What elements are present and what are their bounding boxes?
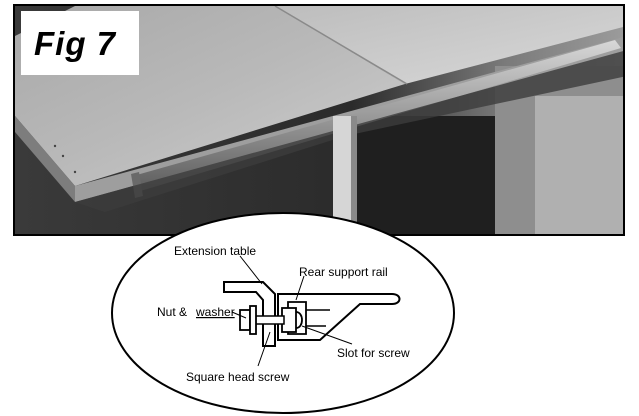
label-washer: washer xyxy=(195,305,235,319)
callout-ellipse xyxy=(111,212,455,414)
rail-slot-outline xyxy=(287,301,307,335)
leader-slot-for-screw xyxy=(301,325,353,345)
square-head-screw-shape xyxy=(281,307,297,333)
washer-shape xyxy=(249,305,257,335)
label-rear-support-rail: Rear support rail xyxy=(299,265,388,279)
label-slot-for-screw: Slot for screw xyxy=(337,346,410,360)
rear-support-rail-profile xyxy=(277,293,401,341)
label-square-head-screw: Square head screw xyxy=(186,370,290,384)
screw-shaft-shape xyxy=(245,315,285,325)
leader-extension-table xyxy=(239,255,263,285)
label-extension-table: Extension table xyxy=(174,244,256,258)
label-nut: Nut & xyxy=(157,305,187,319)
extension-table-profile xyxy=(223,281,276,347)
leader-square-head-screw xyxy=(257,331,271,367)
leader-nut-washer xyxy=(231,311,247,319)
leader-rear-support-rail xyxy=(295,275,305,301)
figure-label: Fig 7 xyxy=(21,11,139,75)
nut-shape xyxy=(239,309,251,331)
